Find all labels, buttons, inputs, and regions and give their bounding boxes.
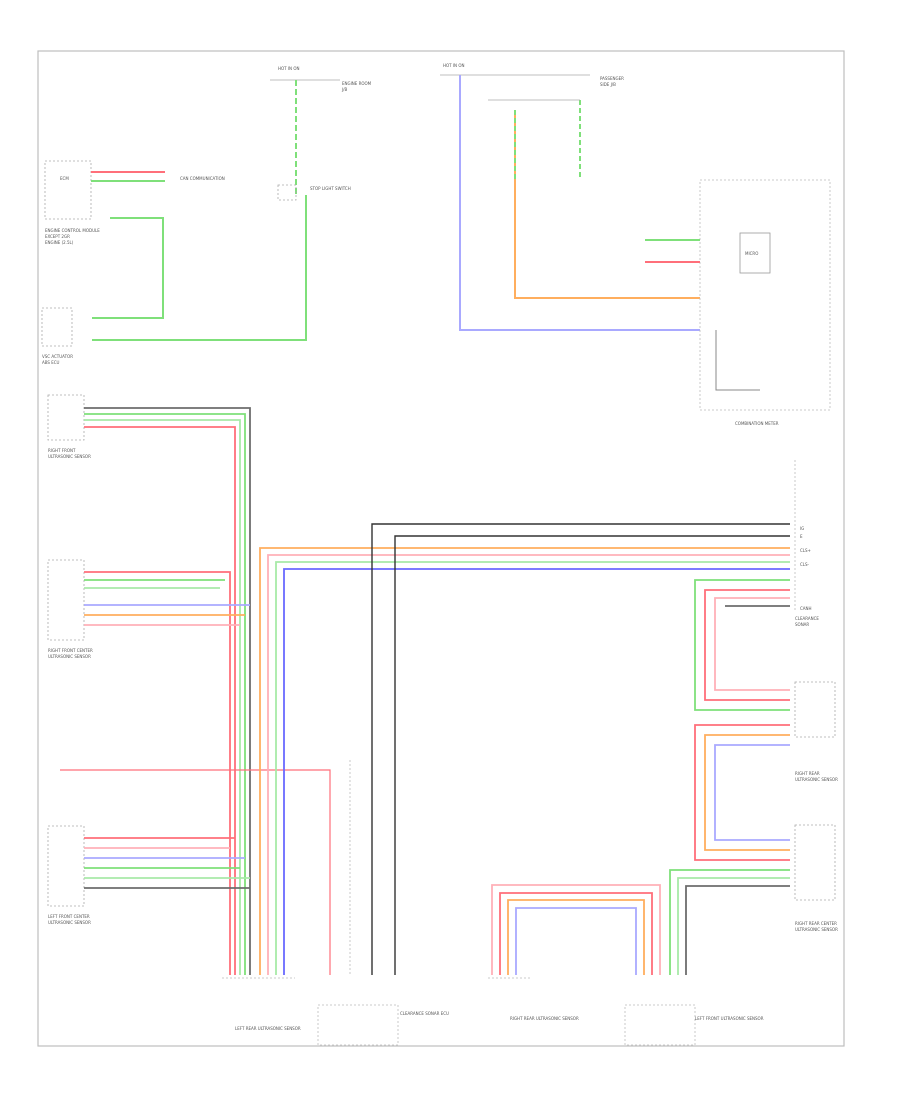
sensor-block-1: RIGHT FRONT ULTRASONIC SENSOR <box>47 394 91 459</box>
combination-meter-label: COMBINATION METER <box>735 421 779 426</box>
svg-text:PASSENGER: PASSENGER <box>600 76 624 81</box>
svg-text:ULTRASONIC SENSOR: ULTRASONIC SENSOR <box>48 654 91 659</box>
bus-black-1 <box>371 523 790 975</box>
svg-text:E: E <box>800 534 803 539</box>
right-rear-sensor-label: RIGHT REAR ULTRASONIC SENSOR <box>510 1016 579 1021</box>
wire-green-ecm-down <box>92 217 164 319</box>
bottom-connector-3: RIGHT REAR ULTRASONIC SENSOR <box>488 977 579 1021</box>
svg-text:MICRO: MICRO <box>745 251 758 256</box>
bottom-connector-1: LEFT REAR ULTRASONIC SENSOR <box>222 977 301 1031</box>
fuse-2: HOT IN ON PASSENGER SIDE J/B <box>440 63 700 331</box>
bus-blue <box>283 568 790 975</box>
svg-text:ULTRASONIC SENSOR: ULTRASONIC SENSOR <box>48 454 91 459</box>
bottom-connector-2: CLEARANCE SONAR ECU <box>317 1004 449 1046</box>
bus-black-2 <box>394 535 790 975</box>
clearance-sonar-label: CLEARANCE SONAR ECU <box>400 1011 449 1016</box>
svg-text:ECM: ECM <box>60 176 69 181</box>
wire-green-lower <box>92 195 307 341</box>
ecm-label: ENGINE CONTROL MODULE <box>45 228 100 233</box>
engine-control-module: ECM ENGINE CONTROL MODULE EXCEPT 2GR ENG… <box>44 160 100 245</box>
svg-text:IG: IG <box>800 526 804 531</box>
fuse-1: HOT IN ON ENGINE ROOM J/B STOP LIGHT SWI… <box>270 66 372 201</box>
fuse-1-label: HOT IN ON <box>278 66 299 71</box>
svg-text:EXCEPT 2GR: EXCEPT 2GR <box>45 234 70 239</box>
svg-text:ULTRASONIC SENSOR: ULTRASONIC SENSOR <box>48 920 91 925</box>
svg-text:RIGHT REAR CENTER: RIGHT REAR CENTER <box>795 921 837 926</box>
left-rear-sensor-label: LEFT REAR ULTRASONIC SENSOR <box>235 1026 301 1031</box>
bus-orange <box>259 547 790 975</box>
svg-text:ULTRASONIC SENSOR: ULTRASONIC SENSOR <box>795 777 838 782</box>
svg-text:CLEARANCE: CLEARANCE <box>795 616 819 621</box>
sensor-block-3: LEFT FRONT CENTER ULTRASONIC SENSOR <box>47 825 91 925</box>
svg-text:RIGHT FRONT: RIGHT FRONT <box>48 448 76 453</box>
svg-text:CAN COMMUNICATION: CAN COMMUNICATION <box>180 176 225 181</box>
svg-text:VSC ACTUATOR: VSC ACTUATOR <box>42 354 73 359</box>
svg-text:SIDE J/B: SIDE J/B <box>600 82 616 87</box>
sensor-block-2: RIGHT FRONT CENTER ULTRASONIC SENSOR <box>47 559 93 659</box>
sensor-block-right-2 <box>794 824 836 901</box>
clearance-sonar-connector: IG E CLS+ CLS- CANH <box>794 460 812 611</box>
sensor-block-right-1 <box>794 681 836 738</box>
svg-text:STOP LIGHT SWITCH: STOP LIGHT SWITCH <box>310 186 351 191</box>
svg-text:CLS+: CLS+ <box>800 548 811 553</box>
left-front-sensor-label: LEFT FRONT ULTRASONIC SENSOR <box>695 1016 764 1021</box>
fuse-2-label: HOT IN ON <box>443 63 464 68</box>
bus-green <box>275 561 790 975</box>
bus-pink <box>267 554 790 975</box>
bottom-connector-4: LEFT FRONT ULTRASONIC SENSOR <box>624 1004 764 1046</box>
svg-text:LEFT FRONT CENTER: LEFT FRONT CENTER <box>48 914 90 919</box>
combination-meter: MICRO COMBINATION METER <box>645 179 831 426</box>
svg-text:SONAR: SONAR <box>795 622 809 627</box>
wire-blue-top <box>459 75 700 331</box>
svg-text:CANH: CANH <box>800 606 812 611</box>
svg-text:RIGHT FRONT CENTER: RIGHT FRONT CENTER <box>48 648 93 653</box>
diagram-frame <box>37 50 845 1047</box>
svg-text:ENGINE ROOM: ENGINE ROOM <box>342 81 372 86</box>
svg-text:RIGHT REAR: RIGHT REAR <box>795 771 820 776</box>
svg-text:J/B: J/B <box>341 87 348 92</box>
wire-orange-top <box>514 110 700 299</box>
svg-text:CLS-: CLS- <box>800 562 810 567</box>
svg-text:ULTRASONIC SENSOR: ULTRASONIC SENSOR <box>795 927 838 932</box>
svg-text:ENGINE (2.5L): ENGINE (2.5L) <box>45 240 74 245</box>
svg-text:ABS ECU: ABS ECU <box>42 360 60 365</box>
connector-block-left-mid: VSC ACTUATOR ABS ECU <box>41 307 73 365</box>
